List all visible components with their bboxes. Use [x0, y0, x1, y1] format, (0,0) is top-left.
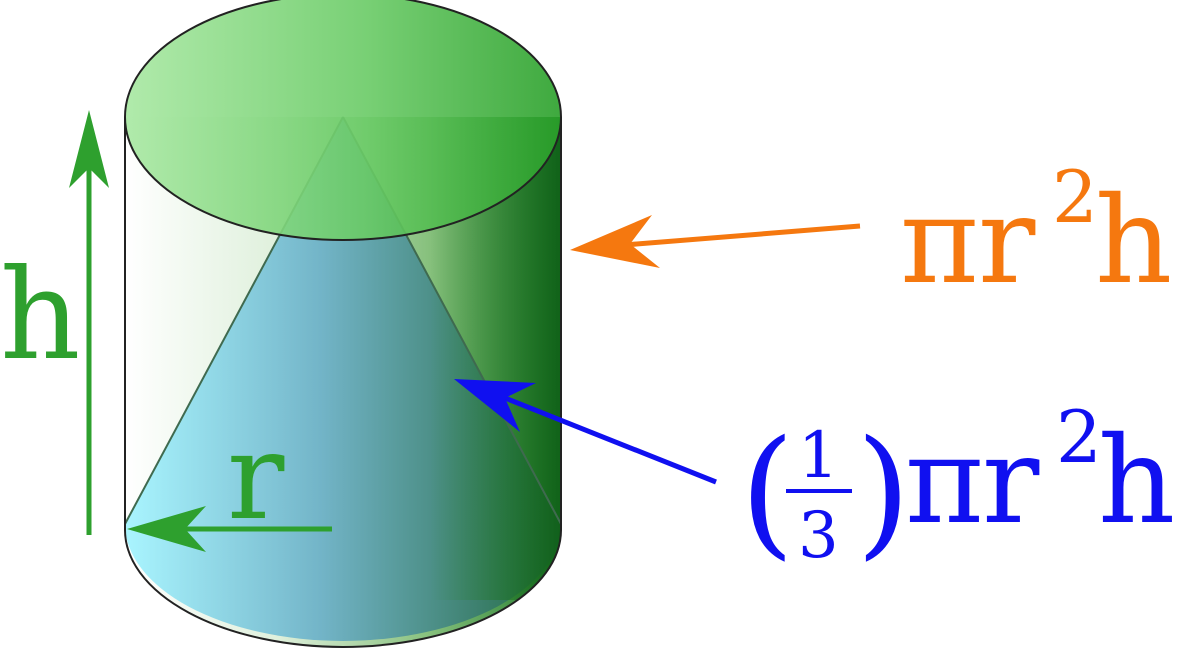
cone-volume-formula: ( 1 3 ) π r 2 h — [740, 395, 1175, 574]
cylinder-formula-r: r — [978, 172, 1036, 311]
cone-formula-exponent: 2 — [1056, 395, 1102, 479]
cylinder-volume-formula: π r 2 h — [900, 155, 1172, 311]
cylinder-top — [124, 0, 562, 241]
radius-label: r — [227, 408, 285, 547]
cone-formula-numerator: 1 — [798, 419, 839, 493]
cone-formula-close-paren: ) — [856, 411, 911, 574]
cone-formula-denominator: 3 — [798, 499, 839, 573]
cylinder-pointer-arrow — [570, 215, 861, 268]
height-label: h — [0, 243, 81, 388]
cone-pointer-arrow — [454, 379, 717, 485]
cone-formula-h: h — [1098, 412, 1175, 551]
cylinder-bottom-edge — [124, 529, 562, 648]
cylinder-formula-h: h — [1095, 172, 1172, 311]
cone-formula-pi: π — [905, 412, 984, 551]
cone-formula-r: r — [982, 412, 1040, 551]
height-arrow — [69, 110, 109, 535]
cylinder-formula-pi: π — [900, 172, 979, 311]
radius-arrow — [127, 506, 332, 552]
cylinder-right-shade — [430, 117, 561, 600]
cylinder-formula-exponent: 2 — [1052, 155, 1098, 239]
cone-formula-open-paren: ( — [740, 411, 795, 574]
